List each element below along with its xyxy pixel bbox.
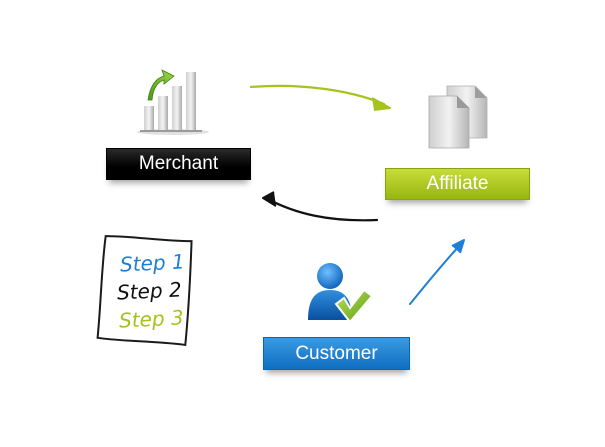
step-note-card [96, 235, 193, 347]
bar-chart-growth-icon [137, 69, 209, 135]
user-check-icon [308, 263, 374, 324]
documents-icon [428, 85, 488, 149]
customer-label: Customer [263, 337, 410, 370]
affiliate-label: Affiliate [385, 168, 530, 200]
step-1: Step 1 [119, 249, 186, 277]
step-3: Step 3 [118, 305, 185, 333]
step-2: Step 2 [116, 277, 183, 305]
merchant-label: Merchant [106, 148, 251, 180]
